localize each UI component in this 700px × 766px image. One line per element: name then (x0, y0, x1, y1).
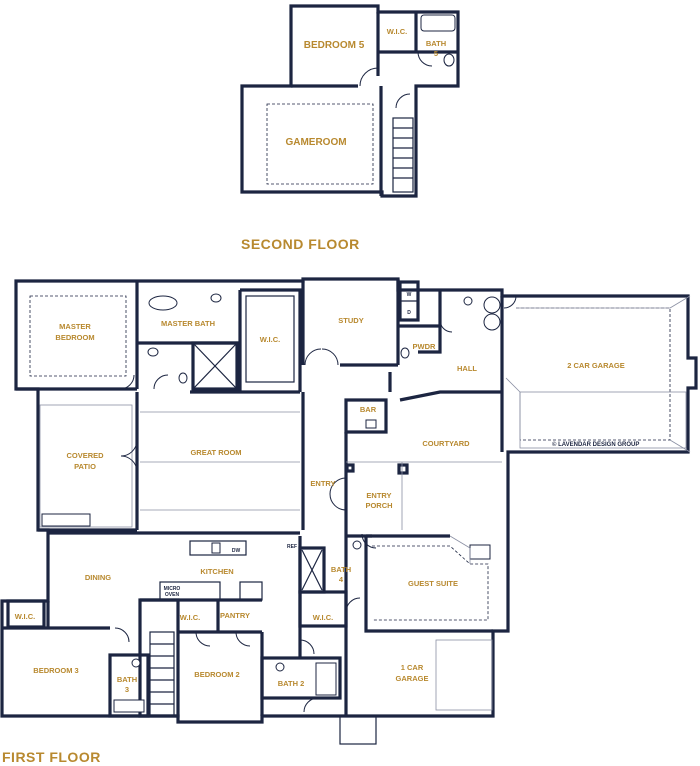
great-room-label: GREAT ROOM (190, 448, 241, 457)
dining-label: DINING (85, 573, 111, 582)
covered-patio-label-line1: COVERED (66, 451, 104, 460)
bar-label: BAR (360, 405, 377, 414)
second-floor-plan: BEDROOM 5 W.I.C. BATH 5 GAMEROOM (240, 4, 460, 198)
pantry-label: PANTRY (220, 611, 250, 620)
master-bath-label: MASTER BATH (161, 319, 215, 328)
bedroom-2-label: BEDROOM 2 (194, 670, 239, 679)
entry-label: ENTRY (310, 479, 335, 488)
wic-bedroom3-label: W.I.C. (15, 612, 35, 621)
master-bedroom-label-line1: MASTER (59, 322, 91, 331)
bedroom-3-label: BEDROOM 3 (33, 666, 78, 675)
bath-4-label-line2: 4 (339, 575, 344, 584)
bath-3-label-line2: 3 (125, 685, 129, 694)
master-bedroom-label-line2: BEDROOM (55, 333, 94, 342)
gameroom-label: GAMEROOM (285, 137, 346, 148)
wic-bath4-label: W.I.C. (313, 613, 333, 622)
first-floor-plan: MASTER BEDROOM MASTER BATH W.I.C. STUDY … (0, 277, 698, 745)
washer-label: W (407, 292, 412, 298)
one-car-garage-label-line1: 1 CAR (401, 663, 424, 672)
design-credit: © LAVENDAR DESIGN GROUP (552, 441, 639, 448)
dryer-label: D (407, 310, 411, 316)
wic-master-label: W.I.C. (260, 335, 280, 344)
micro-oven-label-line1: MICRO (164, 586, 181, 592)
covered-patio-label-line2: PATIO (74, 462, 96, 471)
micro-oven-label-line2: OVEN (165, 592, 180, 598)
bath-4-label-line1: BATH (331, 565, 351, 574)
one-car-garage-label-line2: GARAGE (396, 674, 429, 683)
bath-2-label: BATH 2 (278, 679, 305, 688)
courtyard-label: COURTYARD (422, 439, 470, 448)
two-car-garage-label: 2 CAR GARAGE (567, 361, 625, 370)
first-floor-title: FIRST FLOOR (2, 749, 101, 765)
wic-bedroom2-label: W.I.C. (180, 613, 200, 622)
study-label: STUDY (338, 316, 363, 325)
entry-porch-label-line2: PORCH (365, 501, 392, 510)
bedroom-5-label: BEDROOM 5 (304, 40, 365, 51)
dishwasher-label: DW (232, 548, 241, 554)
entry-porch-label-line1: ENTRY (366, 491, 391, 500)
second-floor-title: SECOND FLOOR (241, 236, 360, 252)
wic-upper-label: W.I.C. (387, 27, 407, 36)
guest-suite-label: GUEST SUITE (408, 579, 458, 588)
bath-5-label-line1: BATH (426, 39, 446, 48)
powder-room-label: PWDR (413, 342, 436, 351)
bath-5-label-line2: 5 (434, 49, 438, 58)
bath-3-label-line1: BATH (117, 675, 137, 684)
kitchen-label: KITCHEN (200, 567, 233, 576)
hall-label: HALL (457, 364, 477, 373)
refrigerator-label: REF (287, 544, 297, 550)
